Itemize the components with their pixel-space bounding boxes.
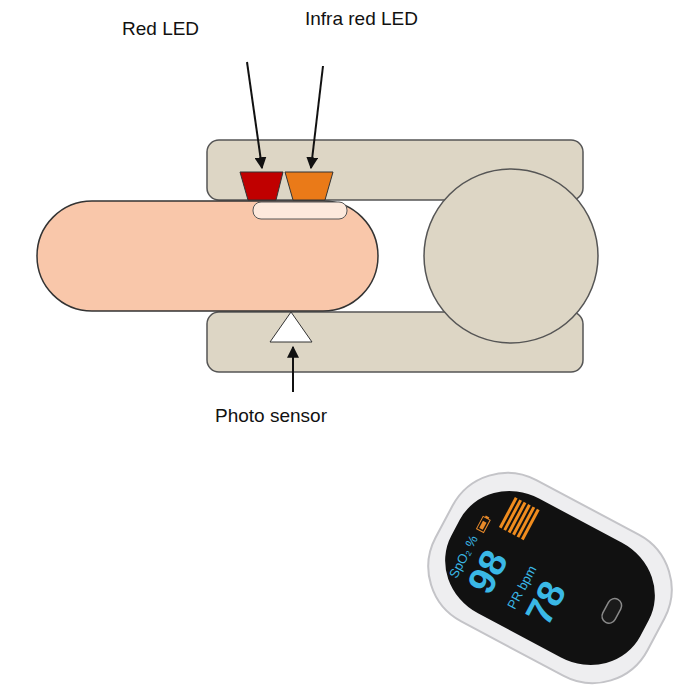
bar-segment xyxy=(503,499,522,530)
part-label: Photo sensor xyxy=(215,405,327,428)
device-body xyxy=(406,451,690,700)
power-button xyxy=(600,596,625,626)
bar-segment xyxy=(521,509,540,540)
part-label: Infra red LED xyxy=(305,8,418,31)
battery-level xyxy=(479,521,486,530)
battery-icon xyxy=(477,516,491,532)
fingernail xyxy=(253,202,347,219)
finger xyxy=(37,201,378,311)
infrared-led xyxy=(285,172,333,200)
bar-segment xyxy=(517,506,536,537)
photo-sensor xyxy=(270,312,312,342)
leader-arrow xyxy=(311,66,323,168)
battery-tip xyxy=(485,516,489,520)
clamp-hinge xyxy=(424,169,598,343)
device-shell xyxy=(406,451,690,700)
leader-arrow xyxy=(247,62,262,168)
part-label: Red LED xyxy=(122,18,199,41)
leader-arrow xyxy=(292,347,294,392)
screen-symbols xyxy=(466,488,644,626)
bar-segment xyxy=(508,502,527,533)
pulse-bar-graph xyxy=(499,497,540,540)
red-led xyxy=(240,172,283,200)
display-screen: SpO₂ %98PR bpm78 xyxy=(425,470,675,685)
bar-segment xyxy=(512,504,531,535)
bar-segment xyxy=(499,497,518,528)
